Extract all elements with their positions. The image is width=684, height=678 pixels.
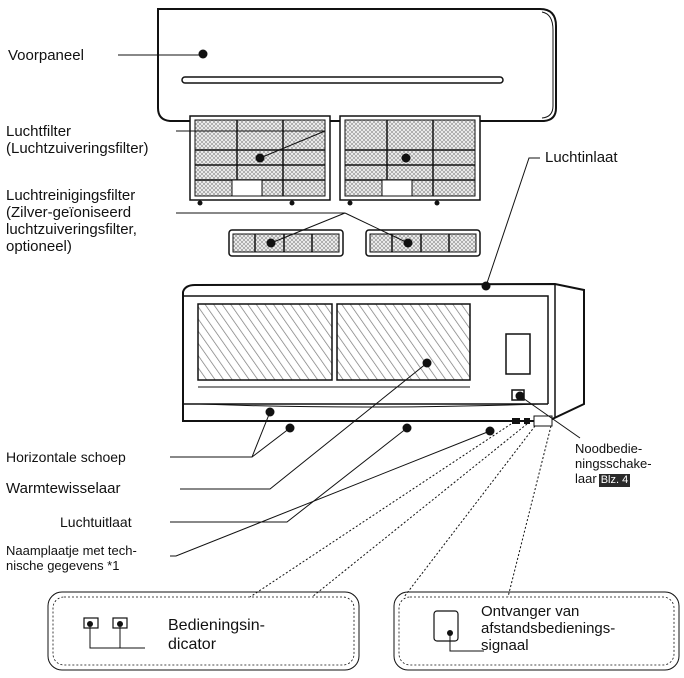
label-heat-exchanger: Warmtewisselaar bbox=[6, 480, 121, 497]
label-operation-indicator: Bedieningsin- dicator bbox=[168, 616, 265, 654]
label-air-outlet: Luchtuitlaat bbox=[60, 514, 132, 530]
label-nameplate-line2: nische gegevens *1 bbox=[6, 558, 120, 573]
label-emergency-switch-line1: Noodbedie- bbox=[575, 441, 643, 456]
label-operation-indicator-line2: dicator bbox=[168, 636, 217, 653]
label-emergency-switch-line3-text: laar bbox=[575, 471, 597, 486]
label-air-cleaning-filter-line4: optioneel) bbox=[6, 238, 72, 255]
label-nameplate: Naamplaatje met tech- nische gegevens *1 bbox=[6, 543, 137, 573]
indoor-unit-body bbox=[182, 281, 585, 436]
label-remote-receiver-line1: Ontvanger van bbox=[481, 603, 580, 620]
front-panel-drawing bbox=[157, 8, 557, 122]
label-nameplate-line1: Naamplaatje met tech- bbox=[6, 543, 137, 558]
label-air-filter: Luchtfilter (Luchtzuiveringsfilter) bbox=[6, 123, 149, 157]
label-front-panel: Voorpaneel bbox=[8, 47, 84, 64]
label-air-cleaning-filter-line1: Luchtreinigingsfilter bbox=[6, 187, 136, 204]
label-air-filter-line2: (Luchtzuiveringsfilter) bbox=[6, 140, 149, 157]
callout-boxes bbox=[47, 423, 680, 671]
label-operation-indicator-line1: Bedieningsin- bbox=[168, 617, 265, 634]
leader-lines bbox=[118, 54, 581, 557]
label-remote-receiver-line2: afstandsbedienings- bbox=[481, 620, 616, 637]
label-air-inlet: Luchtinlaat bbox=[545, 149, 618, 166]
label-horizontal-vane: Horizontale schoep bbox=[6, 449, 126, 465]
air-filter-right bbox=[339, 115, 481, 206]
label-remote-receiver-line3: signaal bbox=[481, 637, 529, 654]
air-filter-left bbox=[189, 115, 331, 206]
label-emergency-switch-line2: ningsschake- bbox=[575, 456, 652, 471]
label-remote-receiver: Ontvanger van afstandsbedienings- signaa… bbox=[481, 603, 615, 654]
page-reference-badge: Blz. 4 bbox=[598, 474, 631, 487]
label-air-cleaning-filter-line2: (Zilver-geïoniseerd bbox=[6, 204, 132, 221]
air-cleaning-filters bbox=[228, 229, 481, 257]
label-air-filter-line1: Luchtfilter bbox=[6, 123, 72, 140]
label-air-cleaning-filter: Luchtreinigingsfilter (Zilver-geïoniseer… bbox=[6, 187, 137, 255]
label-air-cleaning-filter-line3: luchtzuiveringsfilter, bbox=[6, 221, 137, 238]
